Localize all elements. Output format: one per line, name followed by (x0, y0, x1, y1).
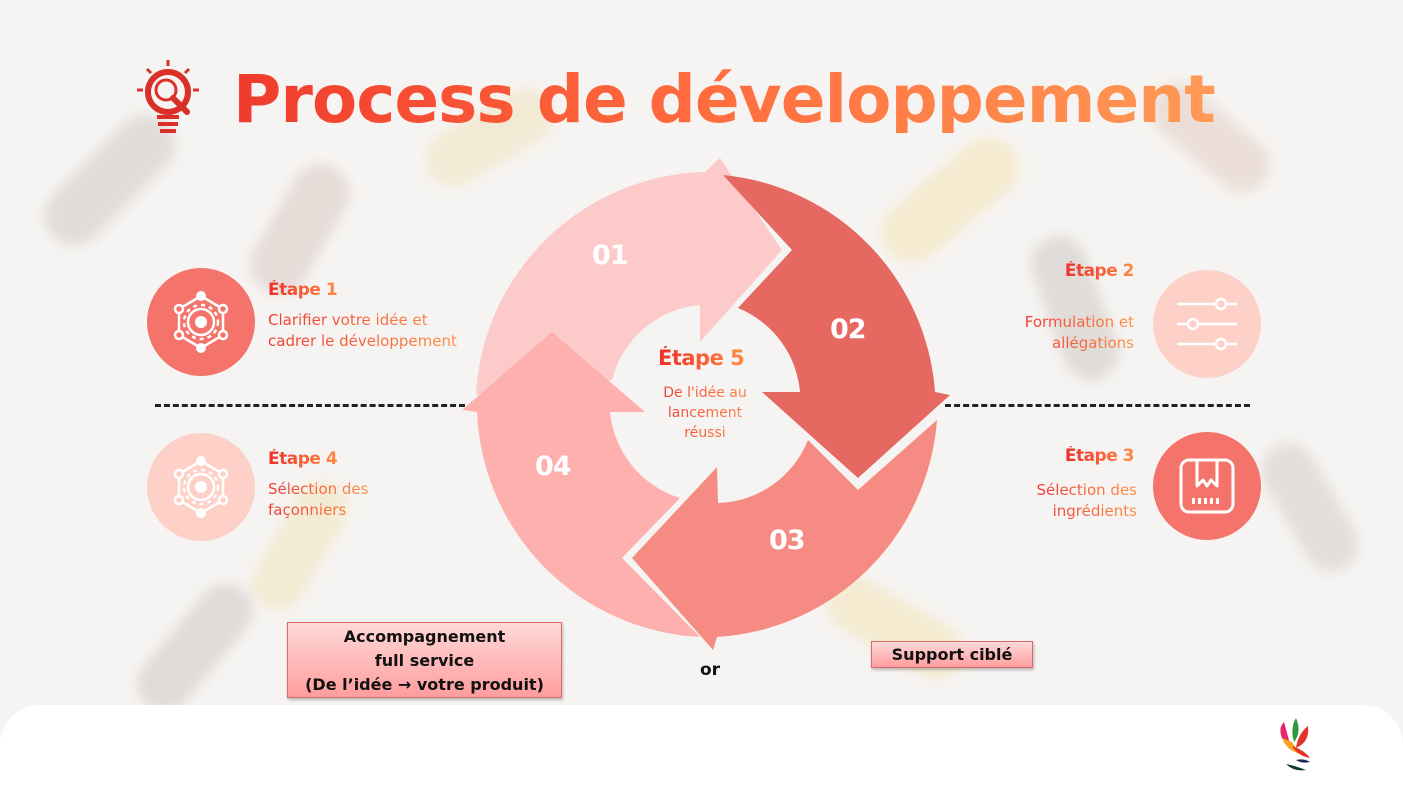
step-desc-line: allégations (1051, 334, 1134, 352)
step-2-title: Étape 2 (1064, 261, 1135, 281)
step-1-description: Clarifier votre idée et cadrer le dévelo… (268, 310, 457, 352)
cycle-arrow-02 (723, 175, 950, 478)
step-2-description: Formulation et allégations (1025, 312, 1134, 354)
cycle-label-01: 01 (592, 240, 629, 271)
lightbulb-search-icon (135, 58, 201, 142)
dashed-divider-right (945, 404, 1250, 407)
full-service-offer-box: Accompagnement full service (De l’idée →… (287, 622, 562, 698)
step-4-title: Étape 4 (268, 449, 338, 469)
step-desc-line: cadrer le développement (268, 332, 457, 350)
center-step-title: Étape 5 (658, 346, 745, 370)
step-desc-line: Sélection des (268, 480, 369, 498)
cycle-label-02: 02 (830, 314, 867, 345)
targeted-support-box: Support ciblé (871, 641, 1033, 668)
step-3-title: Étape 3 (1064, 446, 1135, 466)
cycle-arrow-04 (462, 332, 700, 637)
step-desc-line: Formulation et (1024, 313, 1134, 331)
gear-network-icon (173, 291, 229, 353)
step-1-title: Étape 1 (268, 280, 338, 300)
step-3-icon-circle (1153, 432, 1261, 540)
or-separator: or (700, 660, 721, 680)
step-4-description: Sélection des façonniers (268, 479, 368, 521)
targeted-support-label: Support ciblé (891, 645, 1013, 664)
sliders-icon (1177, 297, 1237, 351)
cycle-arrow-03 (632, 420, 937, 650)
cycle-label-04: 04 (535, 451, 572, 482)
step-3-description: Sélection des ingrédients (1037, 480, 1137, 522)
title-row: Process de développement (135, 55, 1216, 145)
footer-band (0, 705, 1403, 792)
center-step-description: De l'idée au lancement réussi (650, 383, 760, 443)
step-desc-line: ingrédients (1052, 502, 1137, 520)
center-desc-line: lancement (667, 405, 743, 421)
center-desc-line: De l'idée au (663, 385, 747, 401)
page-title: Process de développement (233, 61, 1216, 138)
step-2-icon-circle (1153, 270, 1261, 378)
step-4-icon-circle (147, 433, 255, 541)
offer-line: Accompagnement (343, 627, 506, 646)
step-desc-line: Sélection des (1036, 481, 1137, 499)
center-desc-line: réussi (684, 425, 726, 441)
package-box-icon (1179, 458, 1235, 514)
dashed-divider-left (155, 404, 465, 407)
step-1-icon-circle (147, 268, 255, 376)
offer-line: (De l’idée → votre produit) (305, 675, 544, 694)
step-desc-line: façonniers (268, 501, 347, 519)
gear-network-icon (173, 456, 229, 518)
step-desc-line: Clarifier votre idée et (268, 311, 428, 329)
bird-logo-icon (1280, 718, 1310, 771)
cycle-label-03: 03 (769, 525, 806, 556)
offer-line: full service (374, 651, 475, 670)
